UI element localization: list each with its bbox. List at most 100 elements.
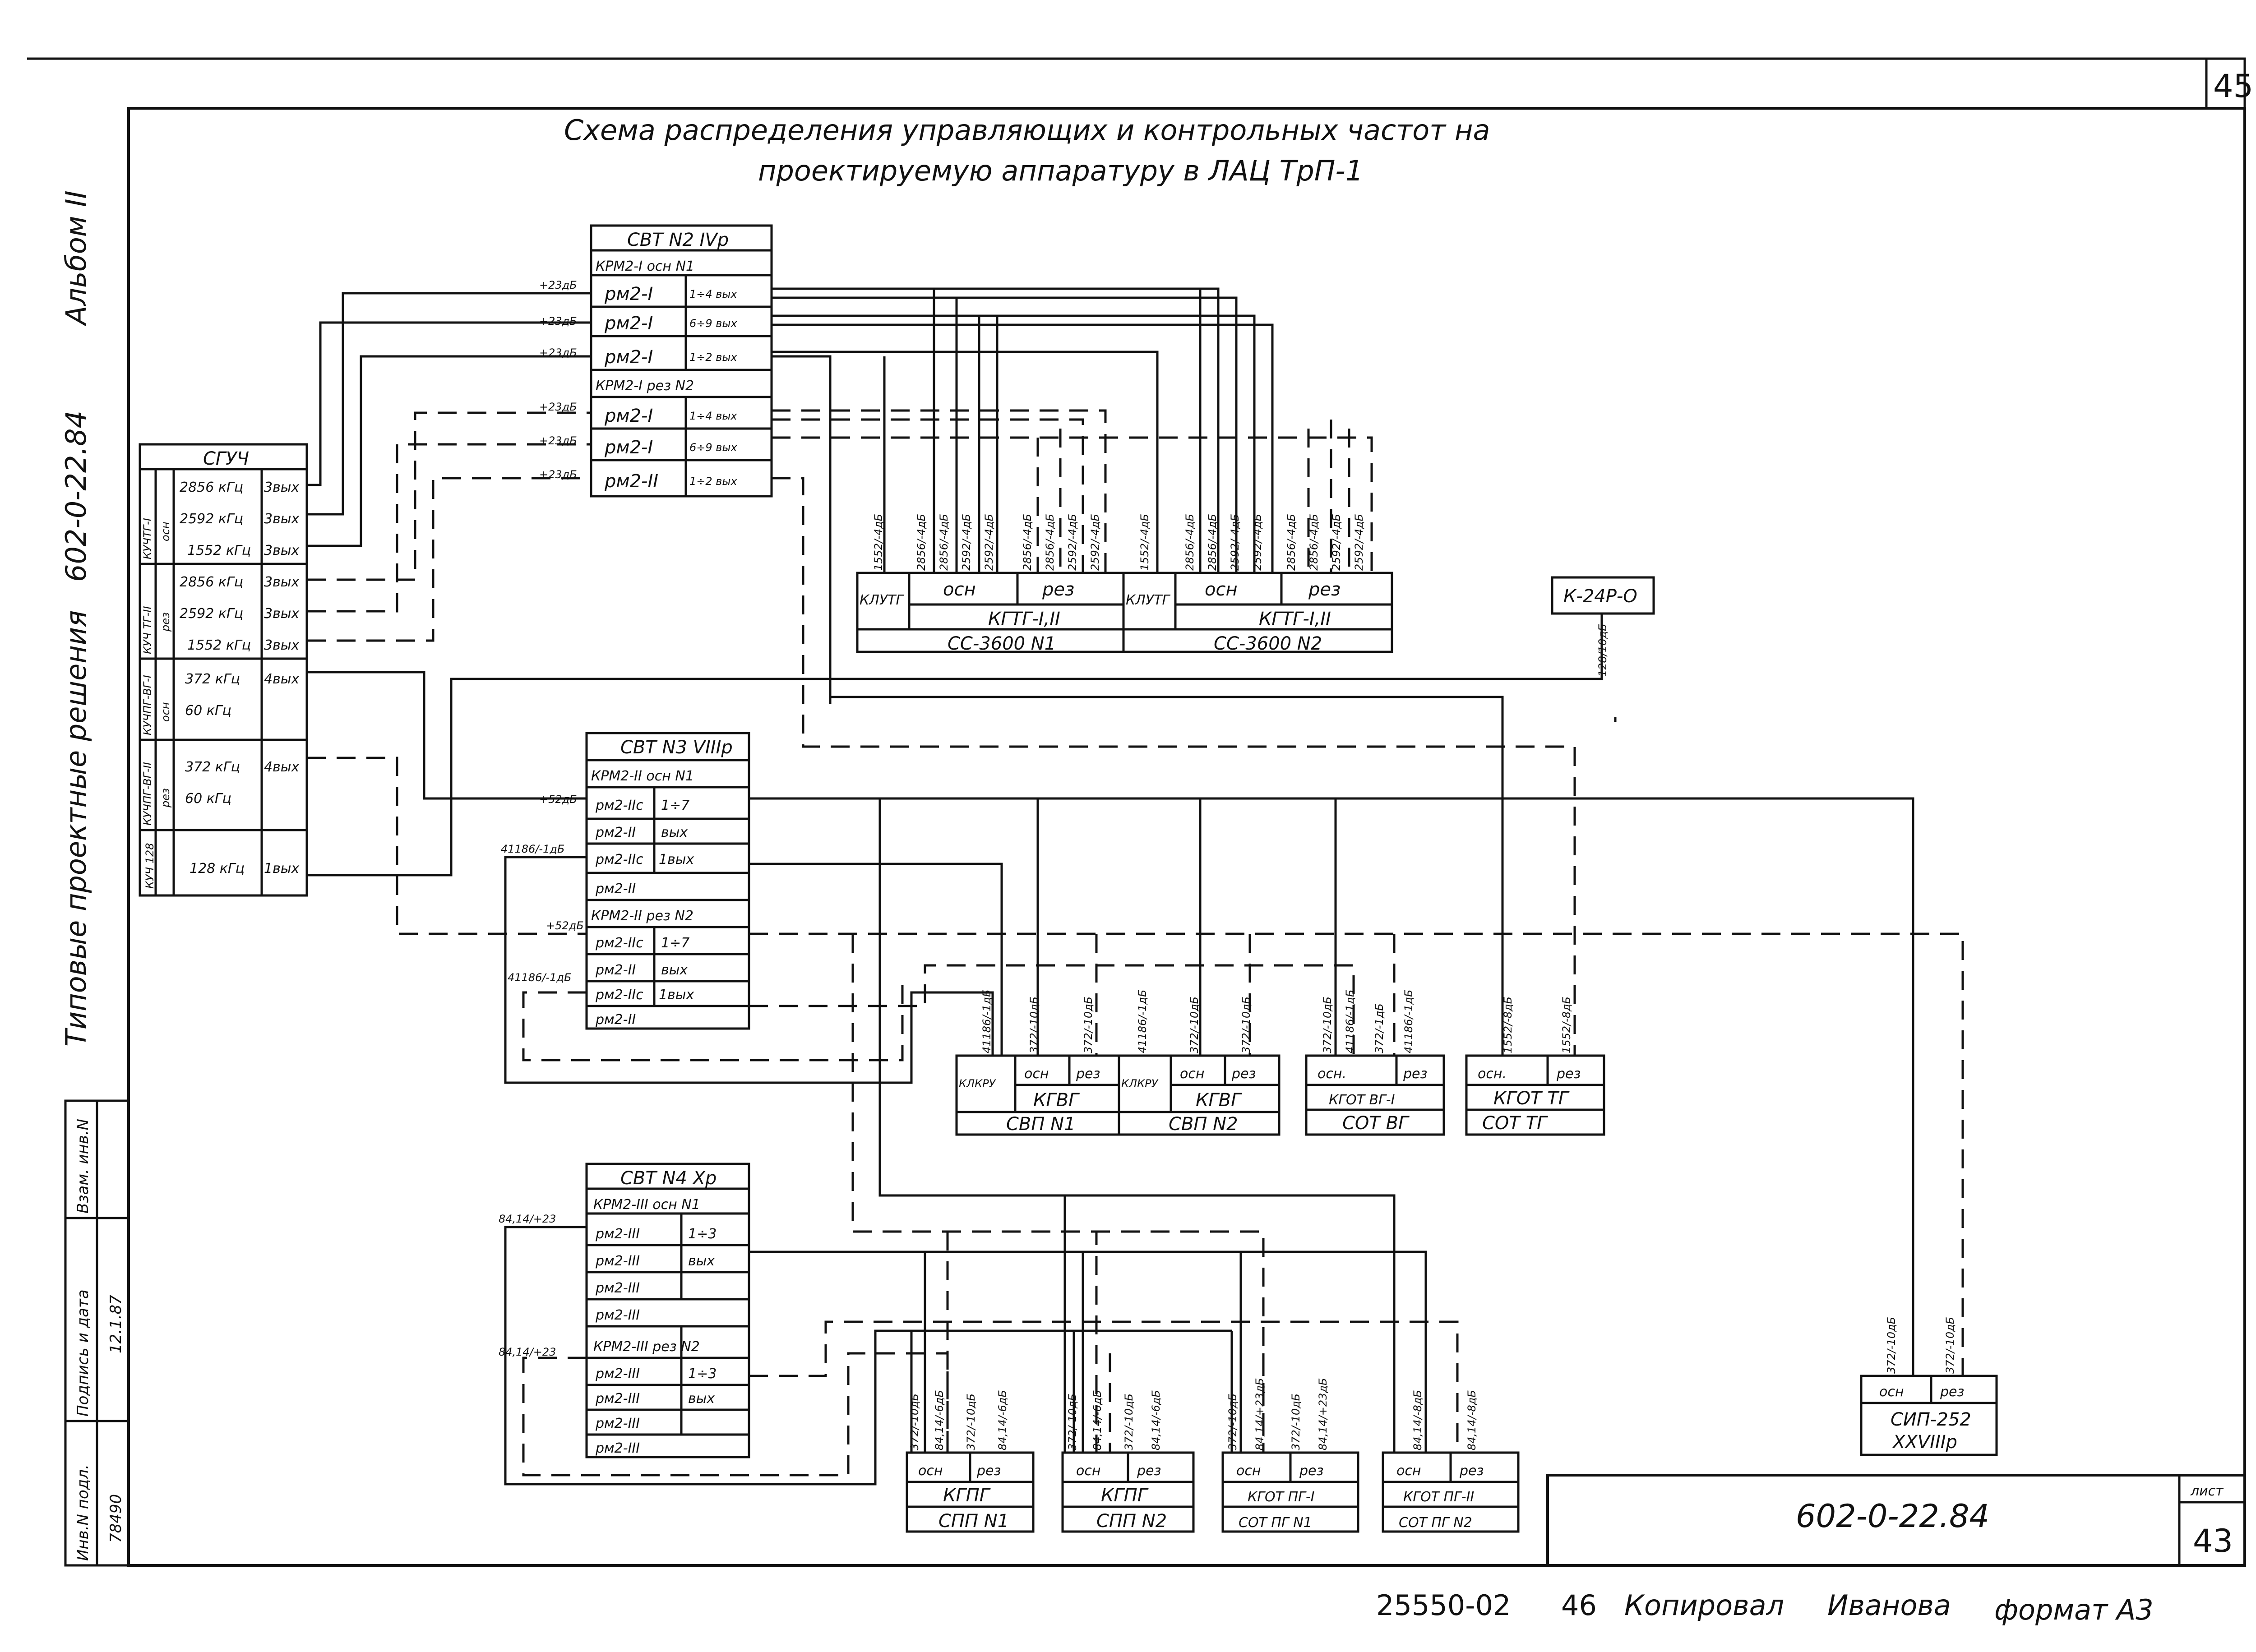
bottom-copied: Копировал (1624, 1589, 1784, 1622)
cc1-bot: СС-3600 N1 (948, 633, 1056, 654)
cc1-freq: 2592/-4дБ (983, 514, 995, 571)
svt4-row: рм2-III (595, 1253, 640, 1269)
k24-label: К-24Р-О (1563, 586, 1637, 607)
spp1-freq: 372/-10дБ (965, 1394, 977, 1450)
k24-box (1551, 576, 1655, 615)
sguch-freq: 2856 кГц (180, 574, 243, 590)
sguch-sub: осн (159, 702, 172, 722)
svt2-row-info: 1÷4 вых (689, 410, 737, 422)
cc1-freqs: 1552/-4дБ 2856/-4дБ 2856/-4дБ 2592/-4дБ … (872, 514, 1101, 571)
svp1-rez: рез (1076, 1066, 1100, 1082)
svt3-info: 1вых (659, 987, 694, 1003)
sotpg1-osn: осн (1236, 1463, 1261, 1479)
svp2-bot: СВП N2 (1169, 1114, 1238, 1135)
cc2-freq: 2592/-4дБ (1353, 514, 1365, 571)
cc1-osn: осн (943, 579, 976, 600)
sguch-out: 4вых (264, 671, 299, 687)
sotpg2-osn: осн (1396, 1463, 1421, 1479)
sguch-group: КУЧ 128 (143, 843, 156, 889)
bottom-copy-no: 46 (1561, 1589, 1597, 1622)
left-vzam-label: Взам. инв.N (74, 1119, 92, 1214)
cc2-osn: осн (1205, 579, 1238, 600)
page-number: 45 (2213, 68, 2253, 105)
svt3-row: рм2-IIс (595, 935, 643, 951)
bottom-num: 25550-02 (1376, 1589, 1511, 1622)
sotpg2-bot: СОТ ПГ N2 (1399, 1515, 1472, 1531)
sottg-freq: 1552/-8дБ (1502, 997, 1514, 1053)
sguch-freq: 128 кГц (190, 861, 245, 877)
side-code: 602-0-22.84 (60, 411, 92, 582)
sguch-sub: рез (159, 788, 172, 808)
cc1-mid: КГТГ-I,II (988, 609, 1060, 629)
svt4-info: вых (688, 1253, 715, 1269)
svt4-info: 1÷3 (688, 1226, 717, 1242)
svp2-rez: рез (1231, 1066, 1256, 1082)
svt3-info: вых (661, 825, 688, 840)
sguch-group: КУЧПГ-ВГ-I (141, 675, 154, 735)
sotvg-bot: СОТ ВГ (1342, 1113, 1410, 1134)
sguch-freq: 372 кГц (185, 671, 240, 687)
cc2-freq: 2592/-4дБ (1229, 514, 1241, 571)
sheet-frame (27, 57, 2246, 1567)
cc1-kl: КЛУТГ (860, 592, 904, 608)
svp2-kl: КЛКРУ (1121, 1077, 1159, 1090)
sotpg1-freq: 84,14/+23дБ (1317, 1378, 1329, 1451)
side-labels: Альбом II Типовые проектные решения 602-… (60, 190, 92, 1047)
svt2-block (590, 224, 773, 498)
cc1-rez: рез (1042, 579, 1074, 600)
svp2-freq: 41186/-1дБ (1136, 990, 1149, 1053)
sguch-sub: рез (159, 612, 172, 632)
sotpg2-freq: 84,14/-8дБ (1465, 1390, 1478, 1450)
svp1-bot: СВП N1 (1006, 1114, 1076, 1135)
cc1-freq: 2856/-4дБ (1044, 514, 1056, 571)
sguch-out: 3вых (264, 637, 299, 653)
sottg-bot: СОТ ТГ (1482, 1113, 1548, 1134)
spp2-freq: 372/-10дБ (1123, 1394, 1135, 1450)
svt3-info: вых (661, 962, 688, 978)
sip-bot: XXVIIIр (1892, 1432, 1957, 1453)
cc1-freq: 2856/-4дБ (938, 514, 950, 571)
sotvg-freq: 372/-10дБ (1321, 997, 1334, 1053)
cc1-freq: 2592/-4дБ (1066, 514, 1079, 571)
spp1-osn: осн (918, 1463, 943, 1479)
sotpg2-rez: рез (1459, 1463, 1484, 1479)
spp2-freq: 372/-10дБ (1066, 1394, 1079, 1450)
sottg-mid: КГОТ ТГ (1493, 1088, 1570, 1109)
svt4-row: рм2-III (595, 1280, 640, 1296)
svt2-row-name: рм2-I (604, 347, 653, 368)
svt2-level: +23дБ (539, 315, 577, 328)
svp1-freq: 372/-10дБ (1082, 997, 1095, 1053)
svp1-osn: осн (1024, 1066, 1049, 1082)
spp2-bot: СПП N2 (1096, 1511, 1167, 1532)
cc2-freq: 2856/-4дБ (1183, 514, 1196, 571)
svt2-level: +23дБ (539, 401, 577, 413)
svt4-info: 1÷3 (688, 1366, 717, 1382)
svt2-row-name: рм2-II (604, 471, 658, 492)
sguch-block (139, 443, 308, 897)
sot-blocks (1305, 1054, 1605, 1136)
title-stamp (1546, 1474, 2246, 1567)
sguch-out: 3вых (264, 511, 299, 527)
svt2-row-info: 1÷2 вых (689, 475, 737, 488)
stamp-list-label: лист (2190, 1483, 2224, 1499)
cc2-freq: 2856/-4дБ (1206, 514, 1219, 571)
left-info-block: Взам. инв.N Подпись и дата 12.1.87 Инв.N… (64, 1099, 130, 1567)
spp1-mid: КГПГ (943, 1485, 991, 1506)
svt2-row-name: рм2-I (604, 313, 653, 334)
svt3-row: рм2-IIс (595, 798, 643, 813)
svt3-row: рм2-II (595, 881, 636, 897)
stamp-code: 602-0-22.84 (1796, 1498, 1989, 1535)
spp-blocks (906, 1451, 1520, 1533)
sip-rez: рез (1940, 1384, 1964, 1400)
cc2-freq: 1552/-4дБ (1138, 514, 1151, 571)
spp1-freq: 372/-10дБ (908, 1394, 921, 1450)
svt4-row: рм2-III (595, 1366, 640, 1382)
wires-solid (307, 287, 1914, 1486)
sguch-freq: 1552 кГц (187, 637, 251, 653)
sguch-freq: 372 кГц (185, 759, 240, 775)
sip-mid: СИП-252 (1891, 1409, 1971, 1430)
cc1-freq: 2856/-4дБ (1021, 514, 1034, 571)
sotvg-rez: рез (1403, 1066, 1427, 1082)
svt2-row-name: рм2-I (604, 406, 653, 426)
svt2-row-info: 1÷2 вых (689, 351, 737, 364)
